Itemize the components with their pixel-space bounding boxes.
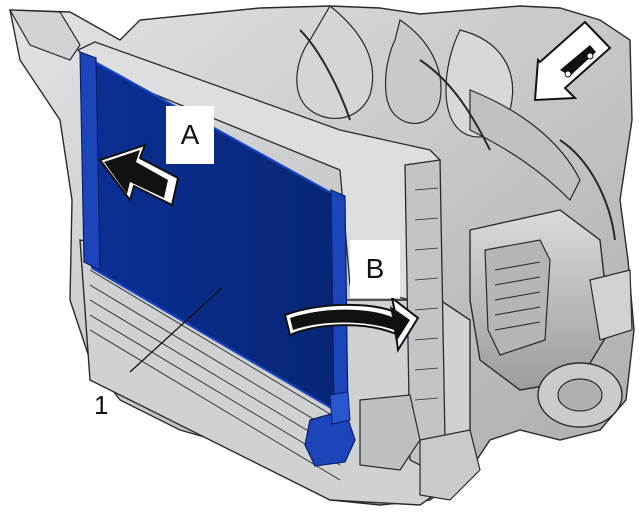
rotate-arrow-icon [283, 295, 420, 353]
condenser [79, 51, 356, 467]
direction-of-travel-icon [533, 20, 612, 102]
callout-leader-line [129, 287, 223, 373]
step-label-b: B [350, 240, 400, 298]
push-arrow-icon [98, 143, 180, 207]
step-label-a: A [166, 106, 214, 164]
callout-number-1: 1 [94, 390, 109, 420]
